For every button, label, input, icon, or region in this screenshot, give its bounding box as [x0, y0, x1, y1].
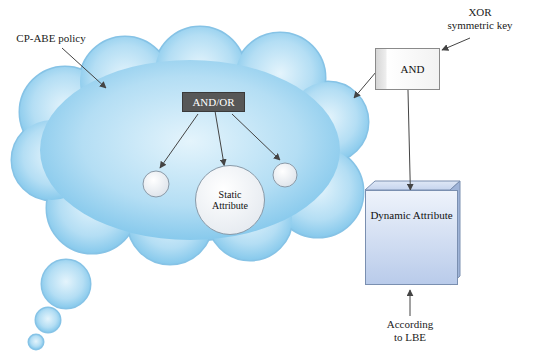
connector-arrow [215, 112, 224, 165]
node-text: AND/OR [192, 96, 234, 108]
leader-arrow [354, 72, 376, 98]
callout-label: XOR symmetric key [446, 6, 514, 31]
callout-label: CP-ABE policy [6, 32, 96, 45]
attribute-circle: Static Attribute [195, 165, 265, 235]
cloud-outline [12, 27, 368, 349]
cloud-fill [12, 27, 368, 349]
leader-arrow [160, 114, 198, 168]
operator-box: AND [375, 48, 440, 90]
leader-arrow [62, 48, 106, 88]
callout-label: According to LBE [384, 318, 436, 343]
node-text: AND [401, 63, 425, 75]
node-text: Static Attribute [205, 189, 255, 211]
node-text: Dynamic Attribute [370, 209, 452, 222]
box-top-face [365, 181, 460, 190]
operator-box: AND/OR [182, 92, 245, 112]
attribute-circle [143, 171, 169, 197]
leader-arrow [232, 114, 280, 160]
connector-arrow [408, 90, 410, 190]
leader-arrow [442, 38, 470, 50]
leader-arrow [410, 290, 411, 316]
attribute-circle [273, 163, 297, 187]
attribute-box: Dynamic Attribute [365, 190, 458, 285]
